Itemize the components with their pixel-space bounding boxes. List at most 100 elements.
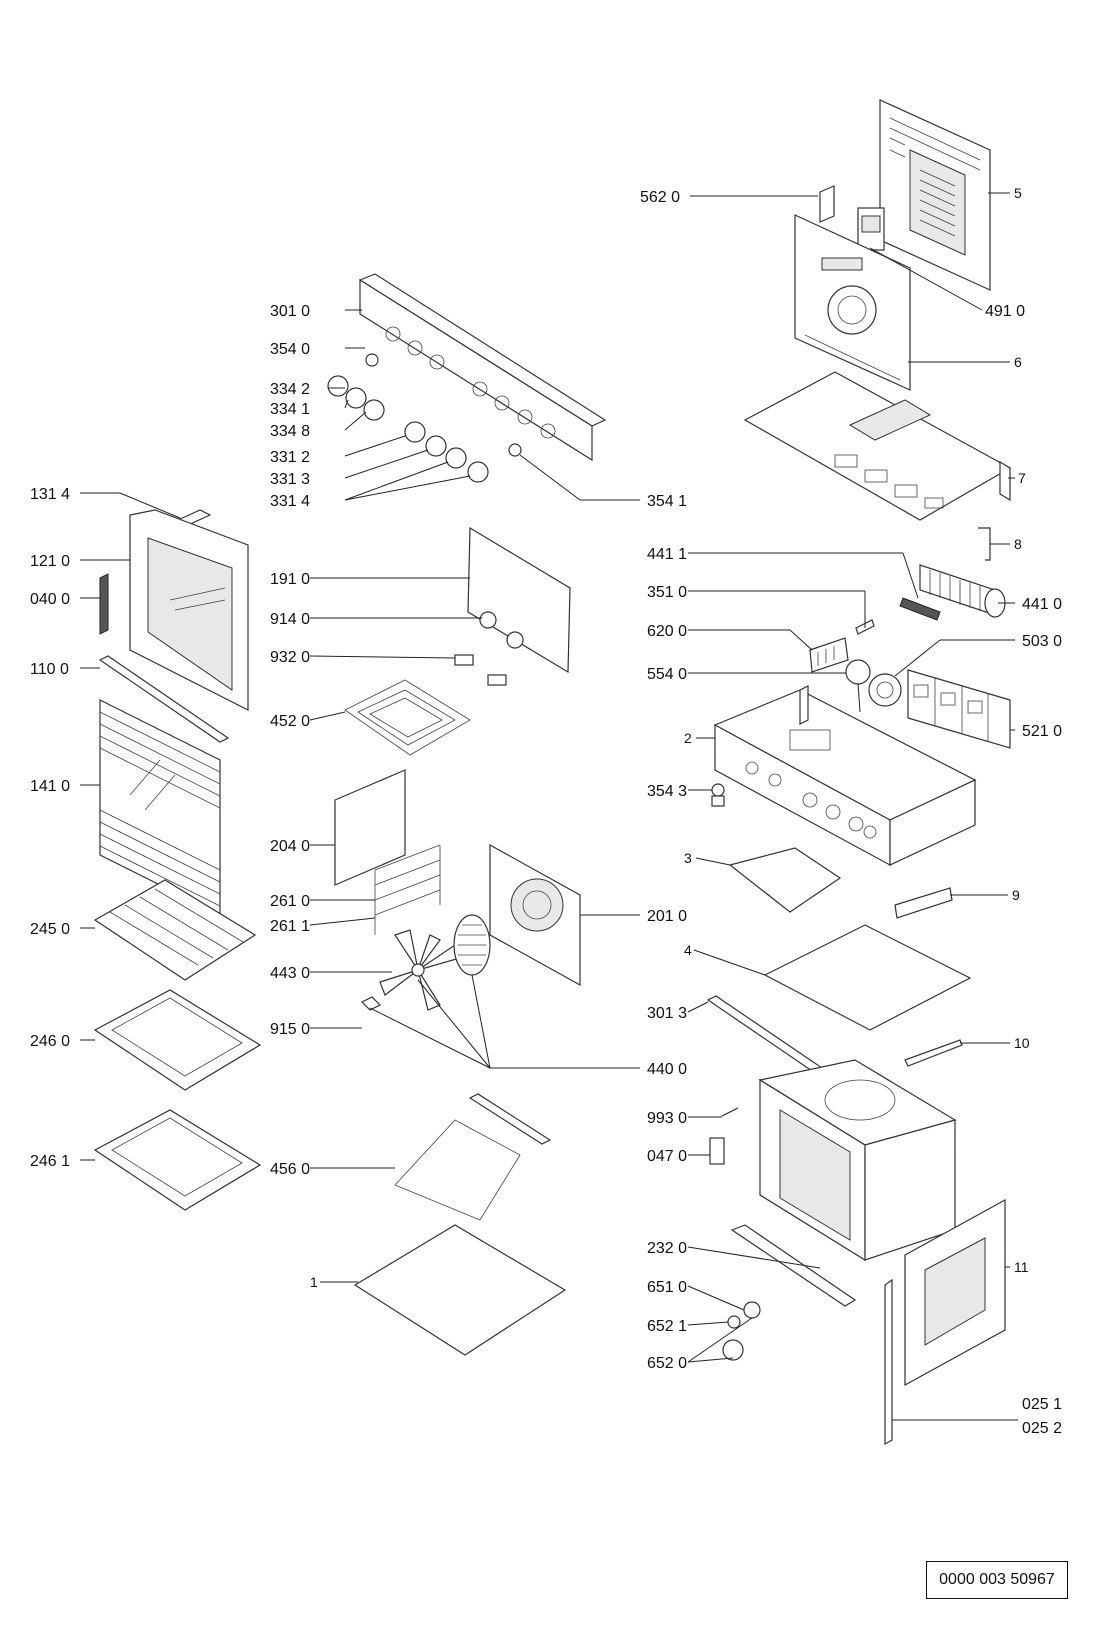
- label-4910: 491 0: [985, 303, 1025, 320]
- part-knob-3348: [363, 399, 385, 421]
- part-lamp-3543: [711, 783, 725, 807]
- part-oven-cavity: [758, 1059, 957, 1262]
- part-nut-9150: [360, 996, 382, 1011]
- label-9930: 993 0: [647, 1110, 687, 1127]
- part-chassis-2: [713, 685, 977, 867]
- part-bar-4411: [899, 597, 941, 621]
- part-bracket-4910: [857, 207, 885, 251]
- label-0400: 040 0: [30, 591, 70, 608]
- part-fan-blade-4430: [379, 929, 461, 1011]
- part-strip-2320: [730, 1224, 857, 1307]
- label-1210: 121 0: [30, 553, 70, 570]
- part-knob-6520: [722, 1339, 744, 1361]
- label-1410: 141 0: [30, 778, 70, 795]
- part-knob-3314b: [467, 461, 489, 483]
- part-knob-3341: [345, 387, 367, 409]
- label-2: 2: [684, 730, 692, 746]
- part-tray-2461: [93, 1109, 262, 1211]
- part-knob-3313: [425, 435, 447, 457]
- part-rail-0251: [884, 1278, 893, 1446]
- part-spring-9320b: [487, 674, 507, 686]
- part-lamp-3540: [365, 353, 379, 367]
- label-4400: 440 0: [647, 1061, 687, 1078]
- part-plate-2040: [334, 769, 406, 886]
- part-plate-4: [763, 924, 972, 1031]
- label-1: 1: [310, 1274, 318, 1290]
- label-5210: 521 0: [1022, 723, 1062, 740]
- label-3312: 331 2: [270, 449, 310, 466]
- part-control-panel-3010: [358, 273, 607, 462]
- part-knob-3342: [327, 375, 349, 397]
- label-2320: 232 0: [647, 1240, 687, 1257]
- label-3541: 354 1: [647, 493, 687, 510]
- part-fan-cover-2010: [489, 843, 581, 987]
- part-strip-1100: [98, 655, 230, 743]
- label-2010: 201 0: [647, 908, 687, 925]
- label-6521: 652 1: [647, 1318, 687, 1335]
- document-number: 0000 003 50967: [926, 1561, 1068, 1599]
- part-10: [904, 1039, 963, 1067]
- label-2611: 261 1: [270, 918, 310, 935]
- label-4: 4: [684, 942, 692, 958]
- label-3348: 334 8: [270, 423, 310, 440]
- label-6: 6: [1014, 354, 1022, 370]
- part-fan-motor-4400: [453, 914, 491, 976]
- label-1100: 110 0: [30, 661, 69, 678]
- part-door-frame-1210: [129, 509, 249, 711]
- label-5: 5: [1014, 185, 1022, 201]
- label-4560: 456 0: [270, 1161, 310, 1178]
- label-2461: 246 1: [30, 1153, 70, 1170]
- label-0251: 025 1: [1022, 1396, 1062, 1413]
- label-3341: 334 1: [270, 401, 310, 418]
- label-3: 3: [684, 850, 692, 866]
- label-5540: 554 0: [647, 666, 687, 683]
- label-9150: 915 0: [270, 1021, 310, 1038]
- label-6200: 620 0: [647, 623, 687, 640]
- part-screw-9930: [721, 1107, 739, 1117]
- part-terminal-6200: [809, 637, 849, 673]
- part-hinge-0470: [709, 1137, 725, 1165]
- part-plate-3: [728, 847, 842, 913]
- part-tray-2460: [93, 989, 262, 1091]
- part-9: [894, 887, 953, 919]
- part-knob-6521: [727, 1315, 741, 1329]
- label-6520: 652 0: [647, 1355, 687, 1372]
- part-8: [978, 527, 991, 561]
- callout-labels: 562 0 5 491 0 6 7 8 301 0 354 0 334 2 33…: [30, 185, 1062, 1437]
- part-heater-4520: [344, 679, 471, 756]
- label-4520: 452 0: [270, 713, 310, 730]
- part-frame-11: [904, 1198, 1006, 1387]
- label-1910: 191 0: [270, 571, 310, 588]
- part-lamp-3541: [508, 443, 522, 457]
- part-knob-3314a: [445, 447, 467, 469]
- label-4411: 441 1: [647, 546, 687, 563]
- part-hinge-0400: [99, 573, 109, 635]
- label-5030: 503 0: [1022, 633, 1062, 650]
- label-3342: 334 2: [270, 381, 310, 398]
- part-strip-3013: [706, 995, 827, 1076]
- label-5620: 562 0: [640, 189, 680, 206]
- label-9: 9: [1012, 887, 1020, 903]
- part-bottom-plate-1: [353, 1224, 567, 1356]
- part-socket-9320: [506, 631, 524, 649]
- part-gasket-1910: [467, 526, 571, 674]
- label-11: 11: [1014, 1259, 1029, 1275]
- part-element-4560: [394, 1093, 552, 1221]
- part-clip-5620: [819, 185, 835, 223]
- label-2450: 245 0: [30, 921, 70, 938]
- label-6510: 651 0: [647, 1279, 687, 1296]
- label-9320: 932 0: [270, 649, 310, 666]
- label-1314: 131 4: [30, 486, 70, 503]
- label-0252: 025 2: [1022, 1420, 1062, 1437]
- label-4410: 441 0: [1022, 596, 1062, 613]
- label-9140: 914 0: [270, 611, 310, 628]
- part-motor-5030: [868, 673, 902, 707]
- part-spring-9320a: [454, 654, 474, 666]
- label-2040: 204 0: [270, 838, 310, 855]
- part-fan-motor-4410: [919, 564, 1006, 618]
- part-rear-cover-5: [879, 99, 991, 291]
- label-3013: 301 3: [647, 1005, 687, 1022]
- label-7: 7: [1018, 470, 1026, 486]
- part-knob-3312: [404, 421, 426, 443]
- label-3543: 354 3: [647, 783, 687, 800]
